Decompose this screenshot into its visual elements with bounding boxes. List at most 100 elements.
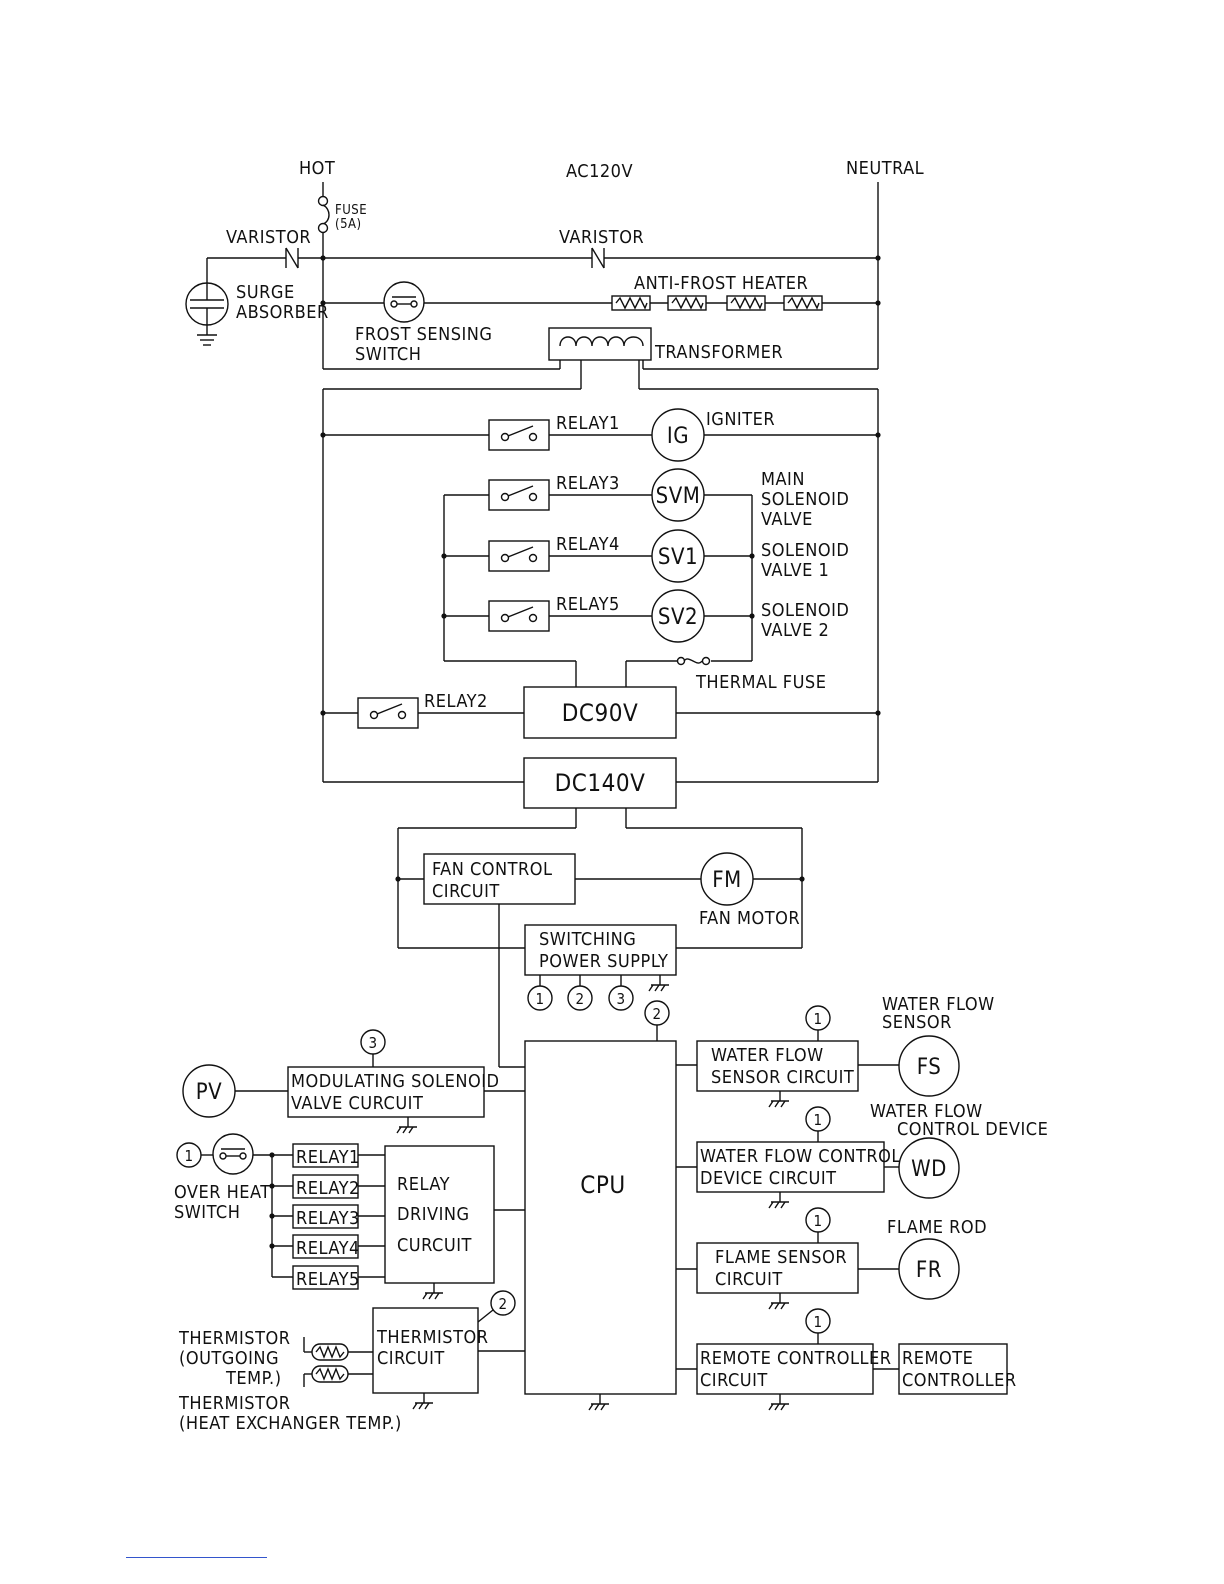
thermistor-hx-label-1: THERMISTOR (178, 1393, 290, 1414)
ig-symbol: IG (667, 424, 689, 449)
water-flow-sensor-icon (898, 1035, 960, 1097)
flow-control-circuit-label-1: WATER FLOW CONTROL (700, 1146, 901, 1167)
sps-ground-icon (648, 984, 670, 992)
power-section: HOT AC120V NEUTRAL FUSE (5A) VARISTOR VA… (185, 158, 924, 389)
water-flow-sensor-section: WATER FLOW SENSOR CIRCUIT 1 FS WATER FLO… (676, 994, 994, 1108)
water-flow-ground-icon (768, 1100, 790, 1108)
sps-label-2: POWER SUPPLY (539, 951, 668, 972)
relay1-label: RELAY1 (556, 413, 620, 434)
thermistor-ground-icon (412, 1402, 434, 1410)
footer-rule (126, 1557, 267, 1558)
thermistor-outgoing-label-2: (OUTGOING (179, 1348, 279, 1369)
relay4-box (488, 540, 550, 572)
relay-driving-label-3: CURCUIT (397, 1235, 472, 1256)
relay-load-section: RELAY1 IG IGNITER THERMAL FUSE RELAY3 SV… (320, 388, 881, 809)
sps-output-1: 1 (535, 990, 544, 1008)
fan-control-label-2: CIRCUIT (432, 881, 500, 902)
overheat-ref: 1 (184, 1147, 193, 1165)
flame-ground-icon (768, 1302, 790, 1310)
surge-label-2: ABSORBER (236, 302, 329, 323)
relay2-box (357, 697, 419, 729)
remote-controller-section: REMOTE CONTROLLER CIRCUIT 1 REMOTE CONTR… (676, 1308, 1017, 1411)
neutral-label: NEUTRAL (846, 158, 924, 179)
sps-label-1: SWITCHING (539, 929, 636, 950)
drive-relay2-label: RELAY2 (296, 1178, 360, 1199)
dc140v-label: DC140V (555, 769, 646, 797)
sv1-symbol: SV1 (658, 545, 698, 570)
remote-ref-icon (805, 1308, 831, 1334)
igniter-label: IGNITER (706, 409, 775, 430)
sps-output-3: 3 (616, 990, 625, 1008)
flow-control-device-label-1: WATER FLOW (870, 1101, 983, 1122)
modulating-ground-icon (396, 1126, 418, 1134)
fm-symbol: FM (712, 868, 741, 893)
cpu-ground-icon (588, 1403, 610, 1411)
relay1-box (488, 419, 550, 451)
flame-circuit-label-1: FLAME SENSOR (715, 1247, 847, 1268)
sv1-label-2: VALVE 1 (761, 560, 829, 581)
thermistor-outgoing-label-3: TEMP.) (225, 1368, 282, 1389)
modulating-valve-section: PV MODULATING SOLENOID VALVE CURCUIT 3 (182, 1029, 525, 1134)
surge-label-1: SURGE (236, 282, 295, 303)
thermistor-circuit-label-2: CIRCUIT (377, 1348, 445, 1369)
cpu-ref-icon (644, 1000, 670, 1026)
relay3-label: RELAY3 (556, 473, 620, 494)
flame-rod-icon (898, 1238, 960, 1300)
water-flow-ref: 1 (813, 1010, 822, 1028)
overheat-switch-icon (212, 1133, 254, 1175)
switching-power-supply-box (524, 924, 677, 976)
drive-relay3-label: RELAY3 (296, 1208, 360, 1229)
remote-controller-label-2: CONTROLLER (902, 1370, 1017, 1391)
flow-control-device-label-2: CONTROL DEVICE (897, 1119, 1048, 1140)
ac120v-label: AC120V (566, 161, 633, 182)
relay5-label: RELAY5 (556, 594, 620, 615)
fs-symbol: FS (917, 1055, 942, 1080)
relay-driving-circuit-box (384, 1145, 495, 1284)
sps-output-2: 2 (575, 990, 584, 1008)
modulating-ref: 3 (368, 1034, 377, 1052)
water-flow-circuit-label-1: WATER FLOW (711, 1045, 824, 1066)
relay-driving-section: 1 OVER HEAT SWITCH RELAY1 RELAY2 RELAY3 … (174, 1133, 525, 1300)
thermal-fuse-icon (676, 656, 711, 666)
remote-controller-label-1: REMOTE (902, 1348, 973, 1369)
dc90v-label: DC90V (562, 699, 638, 727)
fan-control-label-1: FAN CONTROL (432, 859, 553, 880)
wd-symbol: WD (911, 1157, 947, 1182)
thermistor-outgoing-icon (303, 1337, 373, 1361)
fan-motor-label: FAN MOTOR (699, 908, 800, 929)
remote-controller-circuit-box (696, 1343, 874, 1395)
fr-symbol: FR (916, 1258, 942, 1283)
sps-output-2-icon (567, 985, 593, 1011)
relay-driving-ground-icon (422, 1292, 444, 1300)
flame-sensor-section: FLAME SENSOR CIRCUIT 1 FR FLAME ROD (676, 1207, 987, 1310)
transformer-label: TRANSFORMER (654, 342, 783, 363)
svm-label-2: SOLENOID (761, 489, 849, 510)
varistor-left-label: VARISTOR (226, 227, 311, 248)
sv2-label-1: SOLENOID (761, 600, 849, 621)
transformer-icon (548, 327, 652, 361)
flow-control-ref: 1 (813, 1111, 822, 1129)
dc90v-box (523, 686, 677, 739)
flame-rod-label: FLAME ROD (887, 1217, 987, 1238)
drive-relay4-label: RELAY4 (296, 1238, 360, 1259)
surge-absorber-icon (185, 282, 229, 346)
anti-frost-heater-label: ANTI-FROST HEATER (634, 273, 808, 294)
remote-ref: 1 (813, 1313, 822, 1331)
relay5-box (488, 600, 550, 632)
cpu-section: CPU 2 (524, 1000, 677, 1411)
thermistor-ref: 2 (498, 1295, 507, 1313)
sps-output-3-icon (608, 985, 634, 1011)
fuse-rating-label: (5A) (335, 217, 362, 232)
hot-label: HOT (299, 158, 335, 179)
flow-control-circuit-label-2: DEVICE CIRCUIT (700, 1168, 837, 1189)
thermistor-heat-exchanger-icon (303, 1365, 373, 1387)
drive-relay5-label: RELAY5 (296, 1269, 360, 1290)
svm-label-3: VALVE (761, 509, 813, 530)
thermistor-hx-label-2: (HEAT EXCHANGER TEMP.) (179, 1413, 402, 1434)
fuse-label: FUSE (335, 203, 367, 218)
fan-section: FAN CONTROL CIRCUIT FM FAN MOTOR SWITCHI… (395, 808, 805, 1068)
frost-sensing-switch-icon (383, 281, 425, 323)
remote-circuit-label-2: CIRCUIT (700, 1370, 768, 1391)
varistor-left-icon (285, 247, 299, 269)
thermistor-outgoing-label-1: THERMISTOR (178, 1328, 290, 1349)
